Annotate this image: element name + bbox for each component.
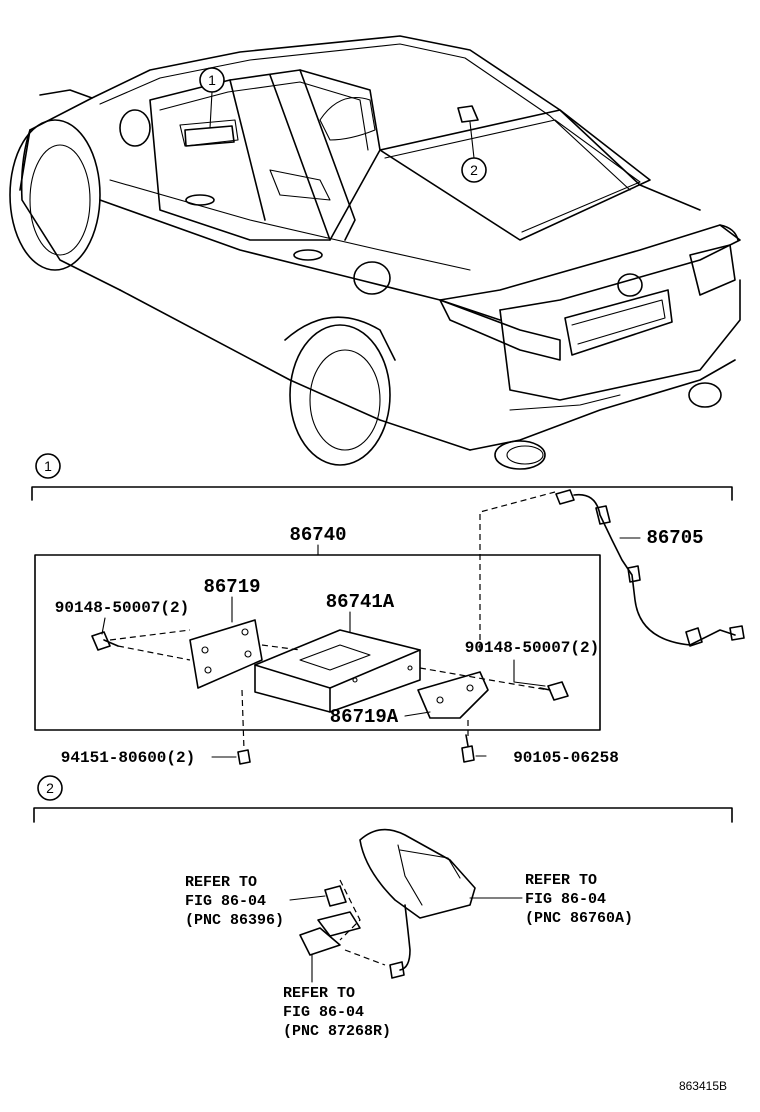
screw: [461, 734, 475, 763]
section-2: 2 REFER TO FIG 86-04 (PNC 863: [33, 775, 733, 1040]
part-86741A-label: 86741A: [326, 591, 395, 613]
callout-2-label: 2: [470, 162, 478, 178]
bolt-left-label: 90148-50007(2): [55, 599, 189, 617]
ref-left-line3: (PNC 86396): [185, 912, 284, 929]
ref-left: REFER TO FIG 86-04 (PNC 86396): [185, 874, 284, 929]
bracket-86719: [189, 619, 263, 689]
section-1-number: 1: [44, 458, 52, 474]
bolt-right: [539, 681, 569, 701]
part-86740-label: 86740: [289, 524, 346, 546]
part-86719A-label: 86719A: [330, 706, 399, 728]
diagram-code: 863415B: [679, 1079, 727, 1093]
callout-1-car: 1: [199, 67, 225, 129]
bolt-right-label: 90148-50007(2): [465, 639, 599, 657]
bracket-86719A: [417, 671, 489, 719]
callout-1-label: 1: [208, 72, 216, 88]
ref-bottom-line2: FIG 86-04: [283, 1004, 364, 1021]
part-86705-label: 86705: [646, 527, 703, 549]
pad-part: [324, 885, 347, 907]
bolt-left: [91, 631, 119, 651]
clip-connector: [299, 911, 361, 956]
ref-right-line1: REFER TO: [525, 872, 597, 889]
car-illustration: [9, 35, 741, 470]
nut: [237, 749, 251, 765]
amplifier-86741A: [254, 629, 421, 713]
section-2-number: 2: [46, 780, 54, 796]
section-1: 1 86740 86741A 86719: [31, 453, 745, 767]
cable-86705: [555, 489, 745, 647]
ref-left-line1: REFER TO: [185, 874, 257, 891]
nut-label: 94151-80600(2): [61, 749, 195, 767]
ref-right-line2: FIG 86-04: [525, 891, 606, 908]
screw-label: 90105-06258: [513, 749, 619, 767]
shark-fin-antenna: [359, 828, 476, 979]
ref-right: REFER TO FIG 86-04 (PNC 86760A): [525, 872, 633, 927]
ref-right-line3: (PNC 86760A): [525, 910, 633, 927]
part-86719-label: 86719: [203, 576, 260, 598]
ref-left-line2: FIG 86-04: [185, 893, 266, 910]
ref-bottom-line3: (PNC 87268R): [283, 1023, 391, 1040]
callout-2-car: 2: [461, 121, 487, 183]
ref-bottom: REFER TO FIG 86-04 (PNC 87268R): [283, 985, 391, 1040]
ref-bottom-line1: REFER TO: [283, 985, 355, 1002]
